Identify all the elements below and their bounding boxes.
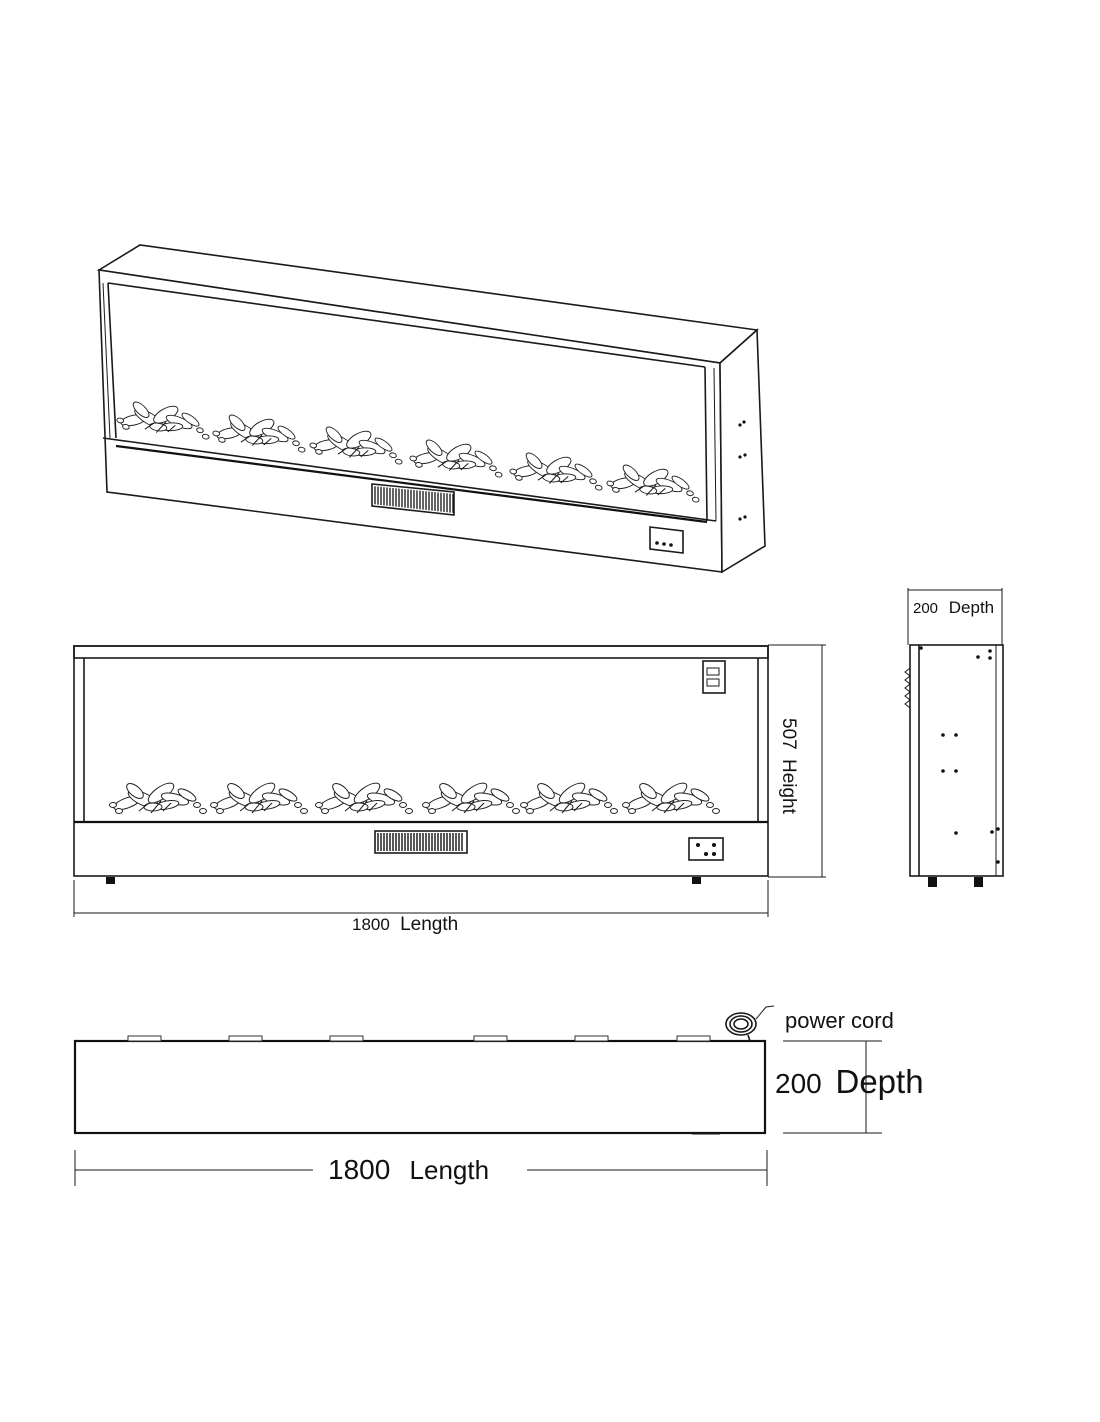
top-body xyxy=(73,1039,767,1135)
front-length-value: 1800 xyxy=(352,915,390,934)
top-depth-dimension: 200 Depth xyxy=(775,1040,924,1134)
top-depth-value: 200 xyxy=(775,1068,822,1099)
power-cord-label: power cord xyxy=(785,1008,894,1033)
log-cluster xyxy=(212,414,306,453)
front-control-panel xyxy=(688,837,724,861)
perspective-control-panel xyxy=(649,526,684,554)
side-foot-back xyxy=(974,877,983,887)
top-depth-label: Depth xyxy=(836,1063,924,1100)
svg-text:1800 Length: 1800 Length xyxy=(352,914,458,935)
side-depth-label: Depth xyxy=(949,598,994,617)
perspective-side-panel xyxy=(719,328,766,574)
perspective-side-screws xyxy=(738,420,747,521)
log-cluster xyxy=(116,401,210,440)
front-length-dimension: 1800 Length xyxy=(73,880,769,935)
log-cluster xyxy=(422,782,520,814)
top-length-label: Length xyxy=(410,1155,490,1185)
top-length-dimension: 1800 Length xyxy=(74,1150,768,1186)
svg-text:507 Height: 507 Height xyxy=(778,718,799,815)
svg-text:1800 Length: 1800 Length xyxy=(328,1154,489,1185)
perspective-view xyxy=(96,244,766,574)
front-outer-frame xyxy=(73,645,769,877)
front-foot-left xyxy=(106,877,115,884)
height-value: 507 xyxy=(778,718,799,750)
perspective-log-set xyxy=(116,401,700,503)
front-vent-grille xyxy=(374,830,468,854)
log-cluster xyxy=(309,426,403,465)
log-cluster xyxy=(109,782,207,814)
front-length-label: Length xyxy=(400,914,458,935)
side-view: 200 Depth xyxy=(904,588,1004,887)
front-foot-right xyxy=(692,877,701,884)
front-top-rail xyxy=(73,645,769,659)
perspective-vent-grille xyxy=(371,483,455,516)
log-cluster xyxy=(409,439,503,478)
top-mounting-tabs xyxy=(127,1035,711,1042)
side-screws xyxy=(919,646,1000,864)
log-cluster xyxy=(622,782,720,814)
top-length-value: 1800 xyxy=(328,1154,390,1185)
top-view: power cord 200 Depth 1800 Length xyxy=(73,1005,924,1186)
front-log-set xyxy=(109,782,720,814)
side-body xyxy=(909,644,1004,877)
height-dimension: 507 Height xyxy=(768,644,826,878)
log-cluster xyxy=(210,782,308,814)
svg-text:200 Depth: 200 Depth xyxy=(775,1063,924,1100)
log-cluster xyxy=(520,782,618,814)
svg-text:200 Depth: 200 Depth xyxy=(913,598,994,617)
log-cluster xyxy=(606,464,700,503)
side-back-vent xyxy=(904,667,911,709)
power-cord: power cord xyxy=(725,1005,894,1042)
side-depth-dimension: 200 Depth xyxy=(907,588,1003,645)
front-power-switch xyxy=(702,660,726,694)
height-label: Height xyxy=(778,759,799,815)
side-foot-front xyxy=(928,877,937,887)
side-depth-value: 200 xyxy=(913,600,938,617)
front-view: 507 Height 1800 Length xyxy=(73,644,826,935)
log-cluster xyxy=(315,782,413,814)
log-cluster xyxy=(509,452,603,491)
